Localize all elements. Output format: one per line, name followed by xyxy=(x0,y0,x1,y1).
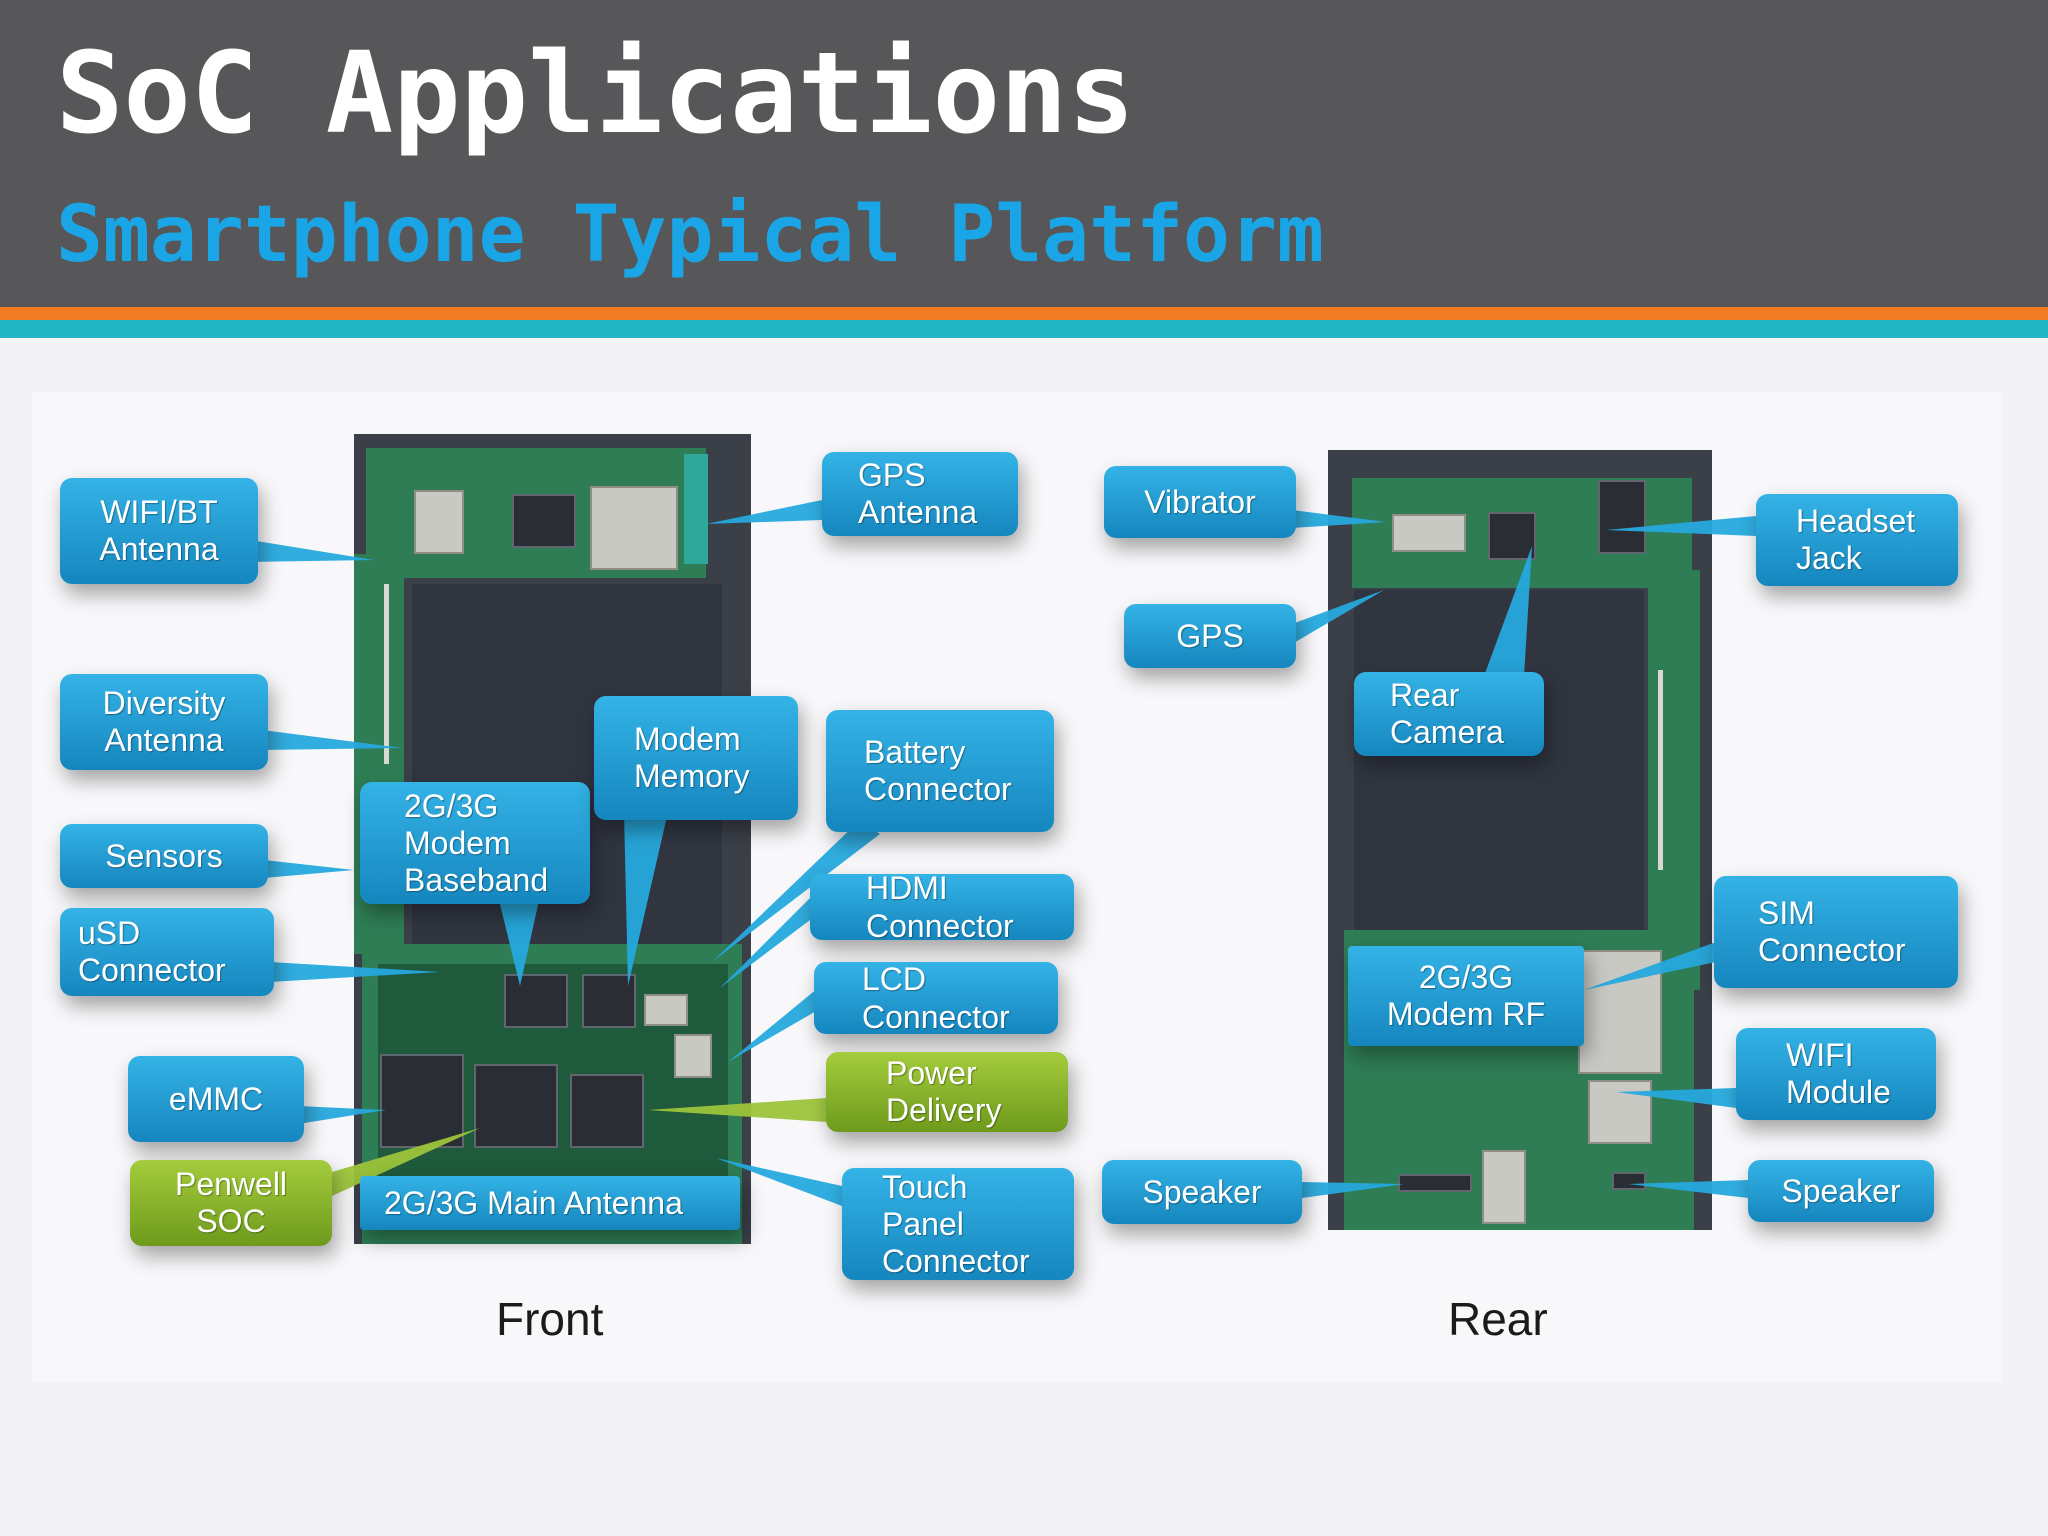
callout-modem-baseband: 2G/3G Modem Baseband xyxy=(360,782,590,904)
callout-vibrator: Vibrator xyxy=(1104,466,1296,538)
leader-lcd xyxy=(728,988,818,1062)
rear-headset-jack-part xyxy=(1598,480,1646,554)
front-hdmi-part xyxy=(644,994,688,1026)
front-chip-modem-memory xyxy=(582,974,636,1028)
callout-modem-memory: Modem Memory xyxy=(594,696,798,820)
rear-usb-port xyxy=(1482,1150,1526,1224)
callout-wifi-bt-antenna: WIFI/BT Antenna xyxy=(60,478,258,584)
front-chip-baseband xyxy=(504,974,568,1028)
callout-power-delivery: Power Delivery xyxy=(826,1052,1068,1132)
callout-gps: GPS xyxy=(1124,604,1296,668)
leader-modem-memory xyxy=(624,812,668,986)
caption-rear: Rear xyxy=(1448,1293,1548,1345)
callout-penwell-soc: Penwell SOC xyxy=(130,1160,332,1246)
accent-stripe-teal xyxy=(0,320,2048,338)
front-chip-soc xyxy=(474,1064,558,1148)
callout-modem-rf: 2G/3G Modem RF xyxy=(1348,946,1584,1046)
leader-gps-antenna xyxy=(706,500,822,524)
callout-speaker-right: Speaker xyxy=(1748,1160,1934,1222)
front-gps-module xyxy=(590,486,678,570)
callout-wifi-module: WIFI Module xyxy=(1736,1028,1936,1120)
front-chip-emmc xyxy=(380,1054,464,1148)
callout-sensors: Sensors xyxy=(60,824,268,888)
slide-header: SoC Applications Smartphone Typical Plat… xyxy=(0,0,2048,307)
callout-rear-camera: Rear Camera xyxy=(1354,672,1544,756)
leader-sensors xyxy=(264,860,354,878)
leader-emmc xyxy=(298,1106,386,1124)
leader-wifi-bt xyxy=(250,540,374,562)
leader-speaker-right xyxy=(1628,1180,1748,1198)
callout-main-antenna: 2G/3G Main Antenna xyxy=(360,1176,740,1230)
callout-sim-connector: SIM Connector xyxy=(1714,876,1958,988)
rear-right-rail xyxy=(1648,570,1700,990)
leader-rear-camera xyxy=(1484,546,1532,676)
callout-lcd-connector: LCD Connector xyxy=(814,961,1058,1035)
callout-usd-connector: uSD Connector xyxy=(60,908,274,996)
leader-diversity xyxy=(262,730,402,750)
leader-speaker-left xyxy=(1302,1182,1404,1198)
leader-wifi-module xyxy=(1616,1088,1736,1108)
leader-sim xyxy=(1584,942,1716,990)
leader-battery xyxy=(712,820,880,962)
rear-speaker-right-part xyxy=(1612,1172,1646,1190)
leader-usd xyxy=(270,962,440,982)
rear-camera-part xyxy=(1488,512,1536,560)
front-top-chip xyxy=(512,494,576,548)
leader-hdmi xyxy=(720,898,810,988)
callout-headset-jack: Headset Jack xyxy=(1756,494,1958,586)
rear-vibrator-part xyxy=(1392,514,1466,552)
rear-speaker-left-part xyxy=(1398,1174,1472,1192)
rear-wifi-module-part xyxy=(1588,1080,1652,1144)
callout-battery-connector: Battery Connector xyxy=(826,710,1054,832)
leader-vibrator xyxy=(1292,510,1386,528)
leader-headset xyxy=(1606,516,1756,536)
callout-emmc: eMMC xyxy=(128,1056,304,1142)
front-gps-antenna-strip xyxy=(684,454,708,564)
front-lcd-part xyxy=(674,1034,712,1078)
callout-diversity-antenna: Diversity Antenna xyxy=(60,674,268,770)
front-antenna-wire xyxy=(384,584,389,764)
front-headset-part xyxy=(414,490,464,554)
callout-gps-antenna: GPS Antenna xyxy=(822,452,1018,536)
leader-gps xyxy=(1292,590,1384,644)
slide-title: SoC Applications xyxy=(56,29,1135,159)
leader-power-delivery xyxy=(648,1098,826,1122)
callout-speaker-left: Speaker xyxy=(1102,1160,1302,1224)
accent-stripe-orange xyxy=(0,307,2048,320)
callout-hdmi-connector: HDMI Connector xyxy=(810,870,1074,944)
leader-touch-panel xyxy=(716,1158,842,1206)
slide-subtitle: Smartphone Typical Platform xyxy=(56,190,1324,280)
front-chip-power xyxy=(570,1074,644,1148)
rear-antenna-wire xyxy=(1658,670,1663,870)
callout-touch-panel-connector: Touch Panel Connector xyxy=(842,1168,1074,1280)
caption-front: Front xyxy=(496,1293,604,1345)
leader-modem-baseband xyxy=(498,896,540,986)
